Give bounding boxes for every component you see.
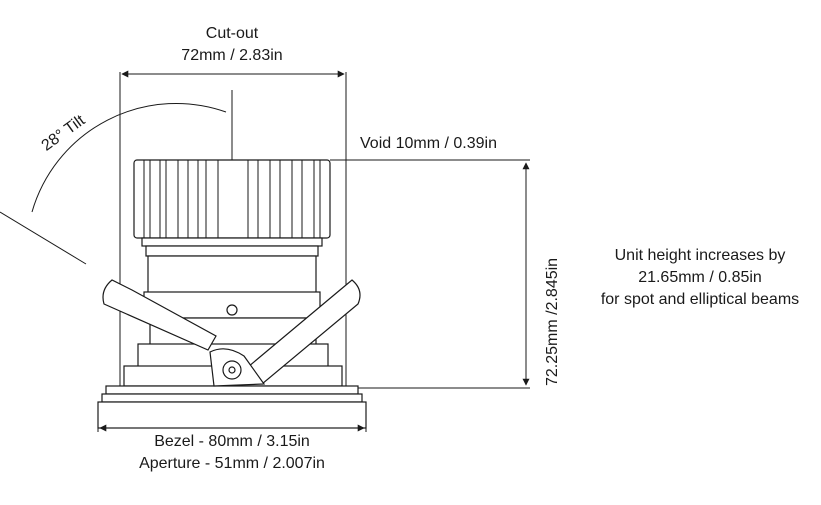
void-label: Void 10mm / 0.39in <box>360 135 497 152</box>
cutout-title: Cut-out <box>205 25 259 42</box>
bezel-label: Bezel - 80mm / 3.15in <box>154 433 310 450</box>
hinge-pin <box>228 366 236 374</box>
note-line-1: Unit height increases by <box>614 247 786 264</box>
tilt-reference-line <box>0 211 87 265</box>
void-dimension <box>330 159 530 389</box>
heatsink <box>133 159 331 239</box>
neck-band-2 <box>145 245 319 257</box>
bezel-plate-top <box>105 385 359 395</box>
note-line-2: 21.65mm / 0.85in <box>638 269 762 286</box>
aperture-label: Aperture - 51mm / 2.007in <box>139 455 325 472</box>
tilt-arc <box>31 102 227 213</box>
cutout-dimension <box>119 70 347 400</box>
neck-band-1 <box>141 237 323 247</box>
cutout-value: 72mm / 2.83in <box>181 47 283 64</box>
note-line-3: for spot and elliptical beams <box>600 291 800 308</box>
bezel-face <box>97 401 367 429</box>
unit-height-label: 72.25mm /2.845in <box>544 257 561 386</box>
spring-clip-left <box>102 279 217 351</box>
adjustment-screw <box>226 304 238 316</box>
bezel-plate <box>101 393 363 403</box>
fixture <box>97 159 367 429</box>
heatsink-fins <box>143 160 321 238</box>
bezel-dimension <box>97 402 367 432</box>
